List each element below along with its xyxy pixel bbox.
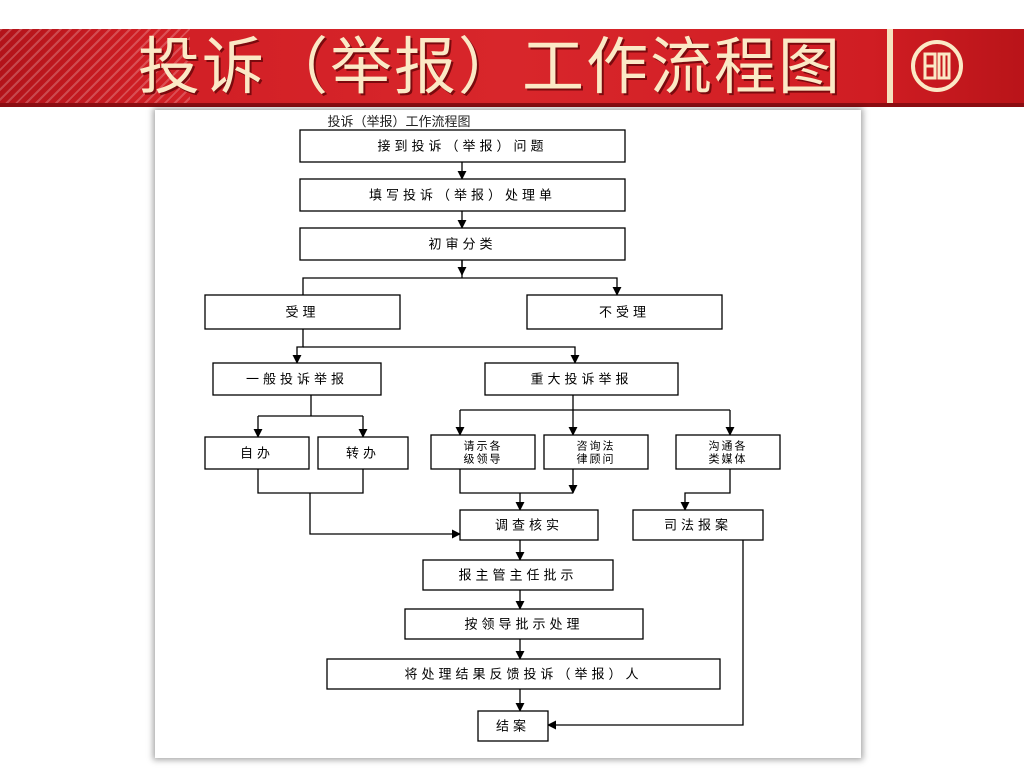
flow-node-n15: 报主管主任批示 xyxy=(422,559,614,591)
flow-node-box xyxy=(422,559,614,591)
flow-node-label: 接到投诉（举报）问题 xyxy=(377,139,547,155)
flow-node-box xyxy=(404,608,644,640)
flow-node-label: 调查核实 xyxy=(495,519,563,534)
flow-node-label: 初审分类 xyxy=(428,238,496,253)
flow-node-box xyxy=(299,129,626,163)
flow-node-label: 按领导批示处理 xyxy=(464,618,583,633)
title-banner: 投诉（举报）工作流程图 xyxy=(0,29,1024,105)
flow-node-label: 律顾问 xyxy=(577,452,616,465)
flow-node-n8: 自办 xyxy=(204,436,310,470)
flow-node-box xyxy=(675,434,781,470)
flow-node-box xyxy=(632,509,764,541)
flow-node-n17: 将处理结果反馈投诉（举报）人 xyxy=(326,658,721,690)
flowchart-panel: 投诉（举报）工作流程图 接到投诉（举报）问题填写投诉（举报）处理单初审分类受理 不… xyxy=(155,110,861,758)
flow-node-label: 请示各 xyxy=(464,438,503,452)
flow-node-n4: 受理 xyxy=(204,294,401,330)
flow-node-label: 级领导 xyxy=(464,452,503,465)
flow-node-n14: 司法报案 xyxy=(632,509,764,541)
flow-node-n7: 重大投诉举报 xyxy=(484,362,679,396)
flow-node-label: 填写投诉（举报）处理单 xyxy=(369,188,556,204)
flow-node-box xyxy=(317,436,409,470)
flow-node-label: 司法报案 xyxy=(664,519,732,534)
flow-node-label: 咨询法 xyxy=(577,438,616,452)
flow-node-label: 类媒体 xyxy=(709,451,748,465)
seal-logo-icon xyxy=(911,40,963,92)
banner-bottom-rule xyxy=(0,103,1024,107)
flow-node-n9: 转办 xyxy=(317,436,409,470)
flowchart-title: 投诉（举报）工作流程图 xyxy=(327,114,470,130)
flow-node-label: 不受理 xyxy=(599,306,650,321)
flow-node-label: 结案 xyxy=(496,720,530,735)
banner-title: 投诉（举报）工作流程图 xyxy=(138,30,843,103)
flow-node-label: 沟通各 xyxy=(709,438,748,452)
flow-node-n3: 初审分类 xyxy=(299,227,626,261)
flow-node-label: 重大投诉举报 xyxy=(530,372,632,388)
flow-node-box xyxy=(477,710,549,742)
flow-node-box xyxy=(430,434,536,470)
flow-node-n5: 不受理 xyxy=(526,294,723,330)
flow-node-box xyxy=(299,178,626,212)
flow-connector xyxy=(257,469,364,494)
flow-node-box xyxy=(526,294,723,330)
flow-node-label: 转办 xyxy=(346,447,380,462)
banner-separator xyxy=(887,29,893,105)
flow-connector xyxy=(302,277,622,296)
flow-node-label: 受理 xyxy=(285,306,319,321)
flow-node-box xyxy=(543,434,649,470)
flow-node-label: 自办 xyxy=(240,447,274,462)
flow-connector xyxy=(292,329,304,364)
flow-node-box xyxy=(299,227,626,261)
flow-node-label: 将处理结果反馈投诉（举报）人 xyxy=(404,667,642,683)
flow-node-n6: 一般投诉举报 xyxy=(212,362,382,396)
flow-node-box xyxy=(212,362,382,396)
flow-node-n13: 调查核实 xyxy=(459,509,599,541)
flow-node-n16: 按领导批示处理 xyxy=(404,608,644,640)
flow-node-n2: 填写投诉（举报）处理单 xyxy=(299,178,626,212)
flow-node-n1: 接到投诉（举报）问题 xyxy=(299,129,626,163)
flow-connector xyxy=(309,493,461,539)
flow-connector xyxy=(303,346,580,364)
flow-connector xyxy=(680,469,731,511)
flow-node-box xyxy=(326,658,721,690)
flow-node-n18: 结案 xyxy=(477,710,549,742)
flow-node-box xyxy=(484,362,679,396)
flow-node-label: 报主管主任批示 xyxy=(458,569,577,584)
flow-node-box xyxy=(204,436,310,470)
banner-stripe-decoration xyxy=(0,29,190,105)
flow-node-box xyxy=(204,294,401,330)
flow-connector xyxy=(459,469,573,494)
flow-node-label: 一般投诉举报 xyxy=(246,372,348,388)
flow-node-box xyxy=(459,509,599,541)
flow-connector xyxy=(547,540,744,730)
